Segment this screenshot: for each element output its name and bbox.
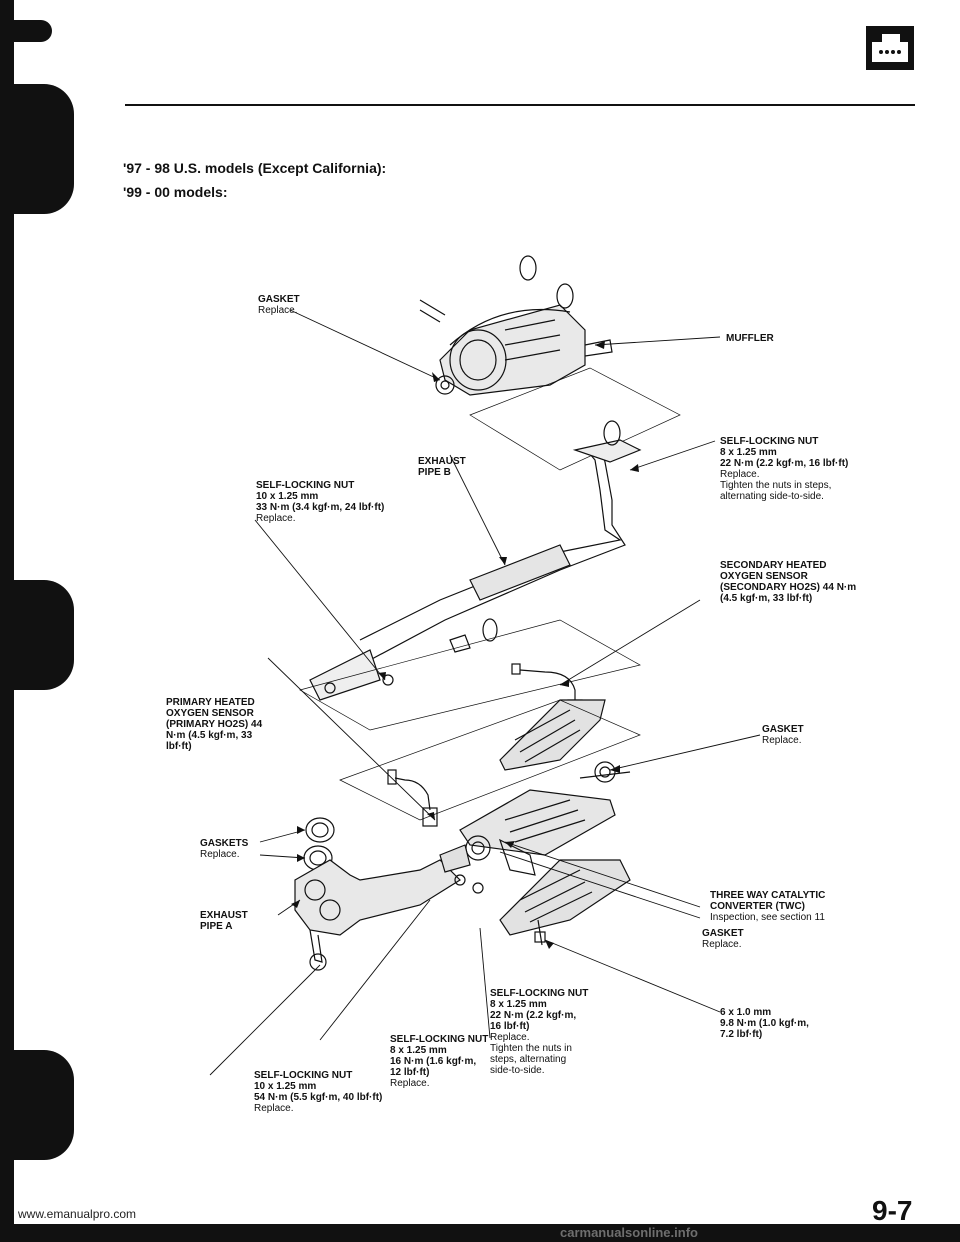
gaskets-pipe-a-label: GASKETS Replace.: [200, 838, 249, 860]
footer-url[interactable]: www.emanualpro.com: [18, 1207, 137, 1221]
binding-tab: [14, 1050, 74, 1160]
exhaust-pipe-b-part: [309, 420, 642, 701]
bolt-label: 6 x 1.0 mm 9.8 N·m (1.0 kgf·m, 7.2 lbf·f…: [720, 1007, 809, 1040]
footer-watermark: carmanualsonline.info: [560, 1225, 698, 1240]
page-number: 9-7: [872, 1195, 913, 1226]
binding-tab: [14, 20, 52, 42]
primary-ho2s-label: PRIMARY HEATED OXYGEN SENSOR (PRIMARY HO…: [166, 697, 263, 752]
self-locking-nut-label: SELF-LOCKING NUT 8 x 1.25 mm 16 N·m (1.6…: [390, 1034, 489, 1089]
secondary-ho2s-label: SECONDARY HEATED OXYGEN SENSOR (SECONDAR…: [720, 560, 857, 604]
exhaust-pipe-a-label: EXHAUST PIPE A: [200, 910, 248, 932]
twc-part: [459, 761, 631, 876]
binding-tab: [14, 84, 74, 214]
binding-edge: [0, 0, 14, 1242]
leader-lines: [209, 309, 761, 1076]
gasket-muffler-label: GASKET Replace.: [258, 294, 300, 316]
engine-icon: [866, 26, 914, 70]
header-rule: [125, 104, 915, 106]
model-line-2: '99 - 00 models:: [123, 184, 228, 200]
model-line-1: '97 - 98 U.S. models (Except California)…: [123, 160, 387, 176]
self-locking-nut-label: SELF-LOCKING NUT 10 x 1.25 mm 54 N·m (5.…: [254, 1070, 383, 1114]
self-locking-nut-label: SELF-LOCKING NUT 8 x 1.25 mm 22 N·m (2.2…: [720, 436, 849, 502]
binding-tab: [14, 580, 74, 690]
self-locking-nut-label: SELF-LOCKING NUT 8 x 1.25 mm 22 N·m (2.2…: [490, 988, 589, 1076]
self-locking-nut-label: SELF-LOCKING NUT 10 x 1.25 mm 33 N·m (3.…: [256, 480, 385, 524]
muffler-label: MUFFLER: [726, 333, 774, 344]
muffler-part: [419, 255, 613, 396]
footer-bar: [0, 1224, 960, 1242]
gasket-twc-lower-label: GASKET Replace.: [702, 928, 744, 950]
exhaust-pipe-b-label: EXHAUST PIPE B: [418, 456, 466, 478]
gasket-twc-upper-label: GASKET Replace.: [762, 724, 804, 746]
twc-label: THREE WAY CATALYTIC CONVERTER (TWC) Insp…: [710, 890, 826, 923]
primary-ho2s-part: [387, 769, 438, 827]
exhaust-pipe-a-part: [294, 844, 484, 971]
